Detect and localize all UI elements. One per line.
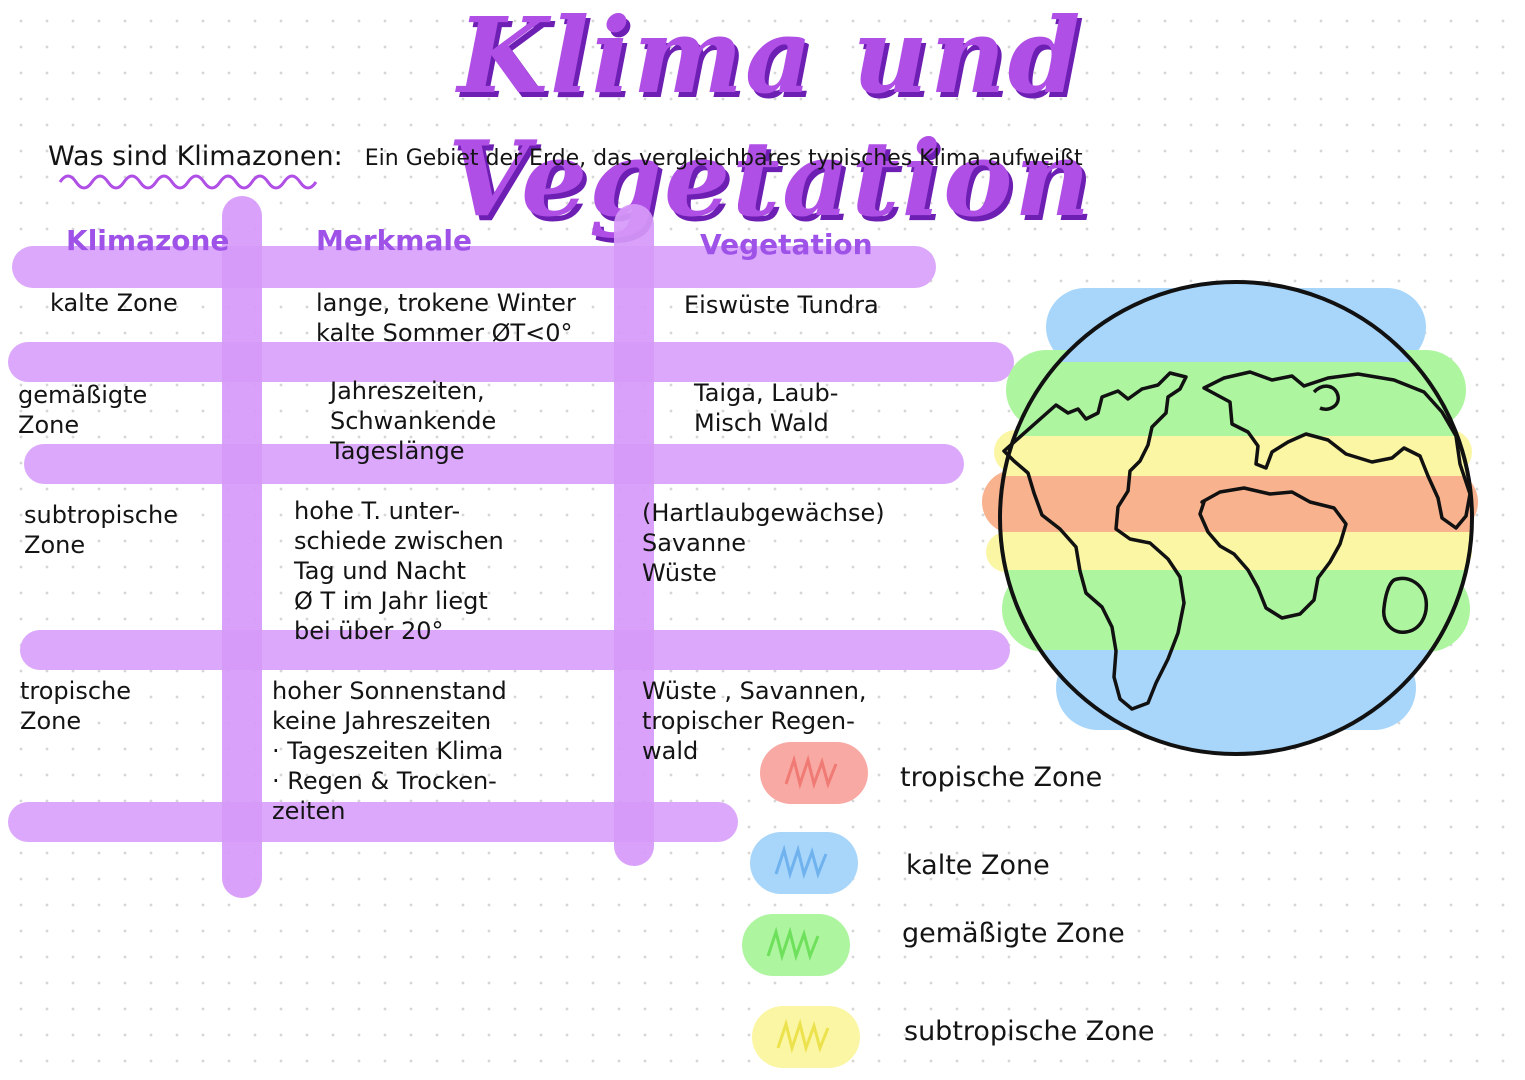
legend-label-subtropical: subtropische Zone	[904, 1016, 1155, 1047]
wavy-underline-icon	[58, 174, 318, 190]
legend-label-tropical: tropische Zone	[900, 762, 1103, 793]
definition-line: Was sind Klimazonen: Ein Gebiet der Erde,…	[48, 141, 1083, 172]
scribble-icon	[766, 926, 820, 962]
column-divider-band	[614, 204, 654, 866]
legend-label-cold: kalte Zone	[906, 850, 1050, 881]
legend-swatch-temperate	[742, 914, 850, 976]
zone-cell: subtropische Zone	[24, 501, 178, 559]
vegetation-cell: Wüste , Savannen, tropischer Regen- wald	[642, 677, 867, 765]
header-merkmale: Merkmale	[316, 224, 472, 257]
vegetation-cell: (Hartlaubgewächse) Savanne Wüste	[642, 499, 885, 587]
scribble-icon	[776, 1018, 830, 1054]
scribble-icon	[774, 844, 828, 880]
zone-cell: gemäßigte Zone	[18, 381, 148, 439]
legend-swatch-cold	[750, 832, 858, 894]
header-vegetation: Vegetation	[700, 228, 873, 261]
scribble-icon	[784, 754, 838, 790]
merkmale-cell: lange, trokene Winter kalte Sommer ØT<0°	[316, 289, 576, 347]
globe-climate-zones-icon	[982, 280, 1478, 756]
zone-cell: kalte Zone	[50, 289, 178, 317]
merkmale-cell: hohe T. unter- schiede zwischen Tag und …	[294, 497, 504, 645]
vegetation-cell: Eiswüste Tundra	[684, 291, 879, 319]
merkmale-cell: hoher Sonnenstand keine Jahreszeiten · T…	[272, 677, 507, 825]
legend-label-temperate: gemäßigte Zone	[902, 918, 1125, 949]
legend-swatch-subtropical	[752, 1006, 860, 1068]
row-divider-band	[24, 444, 964, 484]
definition-text: Ein Gebiet der Erde, das vergleichbares …	[364, 146, 1083, 171]
vegetation-cell: Taiga, Laub- Misch Wald	[694, 379, 839, 437]
header-klimazone: Klimazone	[66, 224, 230, 257]
legend-swatch-tropical	[760, 742, 868, 804]
row-divider-band	[20, 630, 1010, 670]
zone-cell: tropische Zone	[20, 677, 132, 735]
row-divider-band	[8, 342, 1014, 382]
table-header-band	[12, 246, 936, 288]
merkmale-cell: Jahreszeiten, Schwankende Tageslänge	[330, 377, 497, 465]
page-title: Klima und Vegetation	[447, 0, 1093, 240]
definition-question: Was sind Klimazonen:	[48, 141, 343, 172]
column-divider-band	[222, 196, 262, 898]
